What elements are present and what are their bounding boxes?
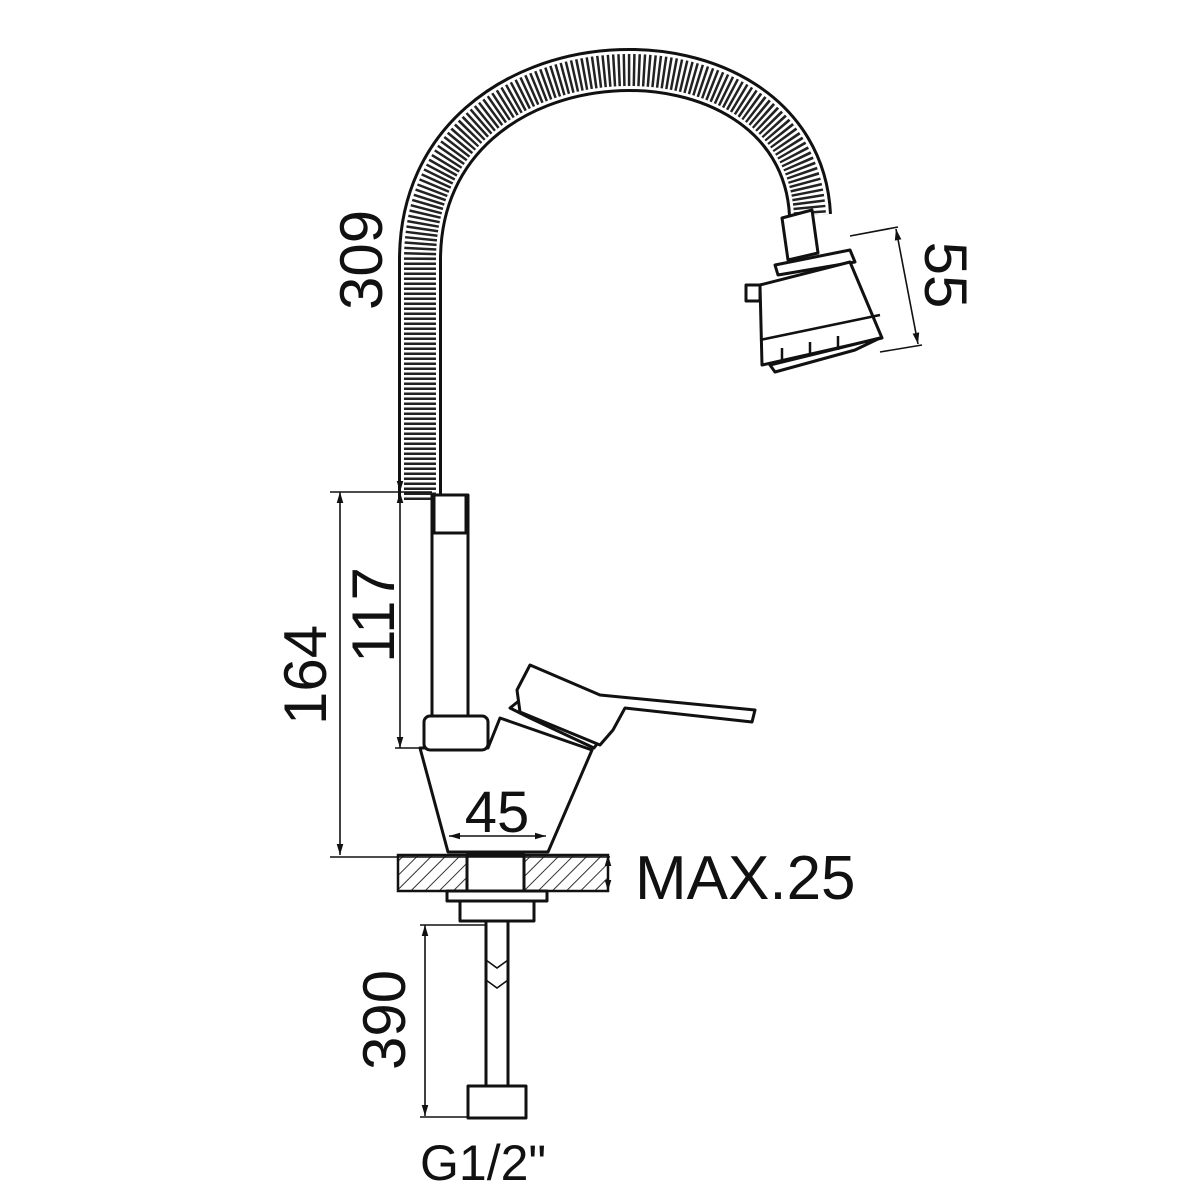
dim-label-309: 309 (328, 210, 395, 310)
dim-label-45: 45 (465, 780, 530, 845)
dimension-lines (330, 226, 923, 1118)
dim-label-390: 390 (351, 970, 418, 1070)
dim-label-max-25: MAX.25 (635, 844, 856, 913)
dim-label-55: 55 (912, 242, 979, 309)
dim-label-164: 164 (272, 625, 339, 725)
faucet-body (418, 493, 757, 854)
spray-head (744, 208, 884, 374)
flexible-hose (398, 48, 832, 500)
dim-label-thread: G1/2" (420, 1135, 546, 1191)
dim-label-117: 117 (340, 567, 407, 663)
countertop-section (396, 853, 610, 1120)
